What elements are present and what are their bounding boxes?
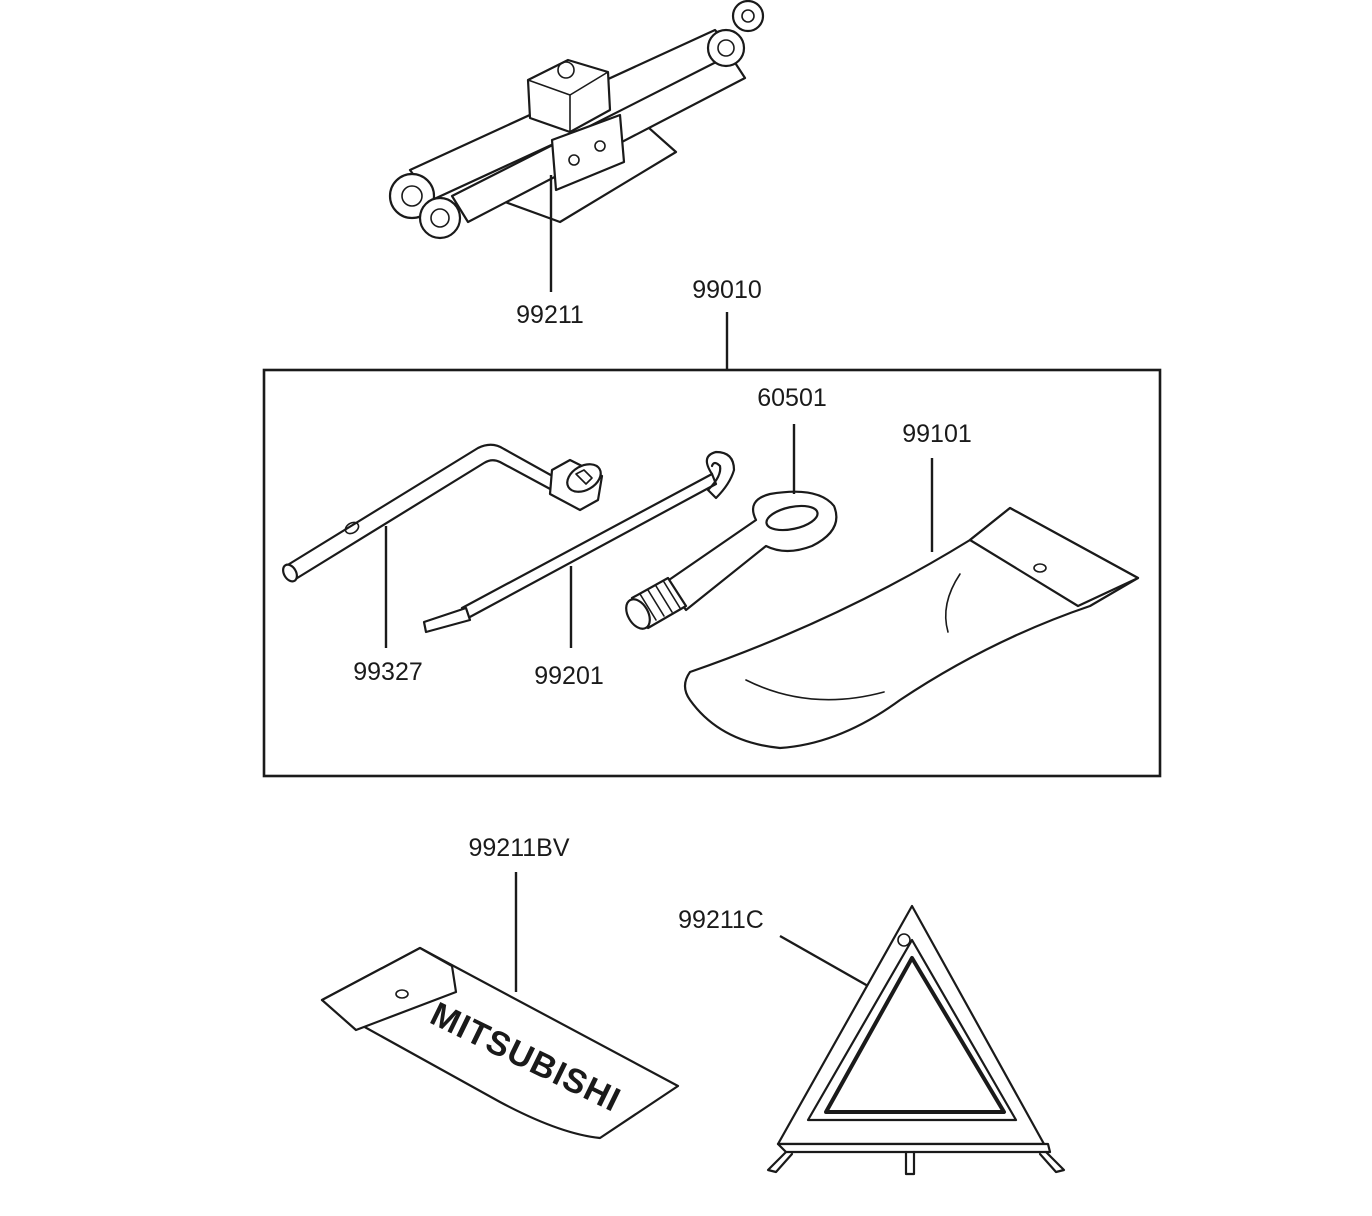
label-handle: 99327 [353, 658, 423, 686]
label-jack-rod: 99201 [534, 662, 604, 690]
tool-kit-box [262, 368, 1162, 778]
leader-warning-triangle [779, 934, 869, 988]
wheel-wrench-icon [282, 443, 604, 583]
warning-triangle-icon [766, 904, 1066, 1176]
tow-hook-icon [625, 490, 838, 630]
tool-bag-icon [683, 506, 1140, 750]
label-jack-bag: 99211BV [468, 834, 569, 862]
scissor-jack-icon [388, 0, 765, 240]
label-tool-bag: 99101 [902, 420, 972, 448]
jack-bag-icon: MITSUBISHI [320, 946, 680, 1140]
label-warning-triangle: 99211C [678, 906, 764, 934]
label-kit: 99010 [692, 276, 762, 304]
label-tow-hook: 60501 [757, 384, 827, 412]
jack-rod-icon [422, 450, 736, 634]
label-jack: 99211 [516, 301, 584, 329]
